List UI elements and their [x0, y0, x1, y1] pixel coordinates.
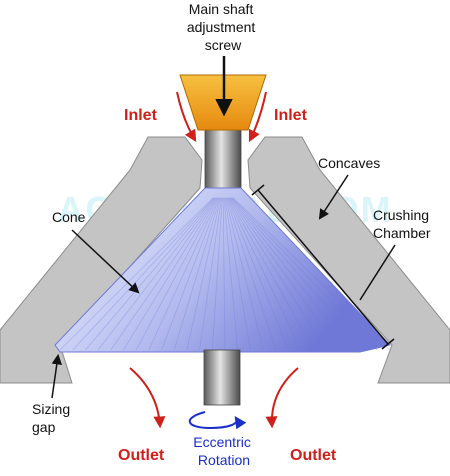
cone-stripe — [59, 197, 214, 351]
cone-stripe — [231, 197, 365, 351]
cone-stripe — [228, 197, 327, 351]
inlet-right-arrow — [248, 91, 267, 143]
crushing-chamber-bracket-bottom — [381, 338, 395, 350]
cone-stripe — [232, 197, 391, 351]
cone-stripe — [230, 197, 353, 351]
cone-mantle — [54, 187, 391, 353]
main-shaft-upper — [204, 127, 242, 191]
right-concave — [247, 136, 450, 384]
cone-stripe — [224, 197, 251, 351]
cone-stripe — [226, 197, 289, 351]
cone-label: Cone — [52, 209, 86, 225]
cone-stripe — [225, 197, 277, 351]
crushing-chamber-label: Crushing Chamber — [373, 207, 433, 241]
cone-stripe — [72, 197, 215, 351]
inlet-right-label: Inlet — [274, 107, 308, 124]
cone-stripe — [211, 197, 223, 351]
cone-stripe — [228, 197, 315, 351]
eccentric-rotation-arrow — [188, 411, 247, 430]
sizing-gap-label-line-2: gap — [32, 419, 56, 435]
left-concave — [0, 136, 203, 384]
main-shaft-label: Main shaft adjustment screw — [187, 1, 259, 53]
eccentric-rotation-label: Eccentric Rotation — [193, 434, 254, 468]
main-shaft-label-line-1: Main shaft — [189, 1, 254, 17]
cone-stripe — [110, 197, 217, 351]
cone-stripe — [227, 197, 302, 351]
cone-stripe — [229, 197, 340, 351]
cone-stripe — [123, 197, 218, 351]
cone-stripe — [222, 197, 226, 351]
outlet-left-label: Outlet — [118, 447, 165, 464]
main-shaft-lower — [203, 349, 241, 406]
sizing-gap-pointer — [51, 353, 63, 399]
main-shaft-label-line-3: screw — [205, 37, 242, 53]
cone-stripe — [223, 197, 239, 351]
crushing-chamber-bracket — [257, 189, 389, 345]
main-shaft-label-line-2: adjustment — [187, 19, 256, 35]
crushing-chamber-label-line-1: Crushing — [373, 207, 429, 223]
cone-stripe — [225, 197, 264, 351]
inlet-left-arrow — [176, 91, 197, 143]
eccentric-rotation-label-line-1: Eccentric — [193, 434, 251, 450]
cone-stripe — [186, 197, 222, 351]
inlet-left-label: Inlet — [124, 107, 158, 124]
cone-stripe — [135, 197, 219, 351]
crushing-chamber-label-line-2: Chamber — [373, 225, 431, 241]
cone-stripe — [199, 197, 222, 351]
cone-pointer — [71, 229, 140, 294]
crushing-chamber-pointer — [359, 244, 396, 301]
sizing-gap-label-line-1: Sizing — [32, 401, 70, 417]
concaves-pointer — [318, 174, 349, 220]
cone-stripe — [161, 197, 220, 351]
cone-stripe — [173, 197, 221, 351]
crushing-chamber-bracket-top — [251, 184, 265, 196]
cone-stripe — [231, 197, 378, 351]
eccentric-rotation-label-line-2: Rotation — [198, 452, 250, 468]
cone-stripe — [85, 197, 216, 351]
outlet-right-label: Outlet — [290, 447, 337, 464]
cone-stripe — [97, 197, 216, 351]
outlet-left-arrow — [129, 367, 166, 429]
concaves-label: Concaves — [318, 155, 380, 171]
cone-stripes — [59, 197, 391, 351]
cone-stripe — [148, 197, 219, 351]
outlet-right-arrow — [265, 367, 299, 429]
sizing-gap-label: Sizing gap — [32, 401, 74, 435]
